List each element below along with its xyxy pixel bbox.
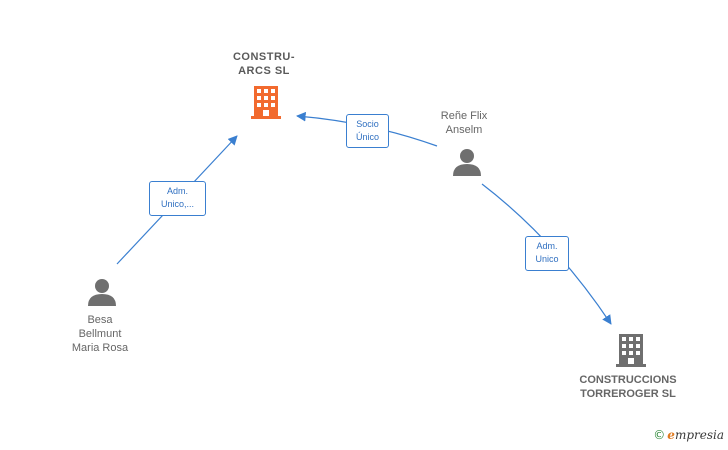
node-label-line: TORREROGER SL (580, 388, 676, 400)
node-label-construarcs[interactable]: CONSTRU- ARCS SL (214, 50, 314, 78)
edge-label-line: Unico (535, 254, 559, 264)
brand-initial: e (667, 428, 675, 442)
edge-label-rene-torreroger[interactable]: Adm. Unico (525, 236, 569, 271)
empresia-logo[interactable]: ©empresia (653, 428, 724, 442)
node-label-rene[interactable]: Reñe Flix Anselm (414, 109, 514, 137)
node-label-line: CONSTRU- (232, 51, 296, 63)
building-icon[interactable] (251, 86, 281, 119)
node-label-line: Anselm (445, 124, 483, 136)
node-label-line: Bellmunt (78, 328, 122, 340)
edge-label-line: Único (355, 132, 379, 142)
node-label-line: Besa (87, 314, 113, 326)
edge-label-line: Adm. (166, 186, 188, 196)
person-icon[interactable] (88, 279, 116, 306)
edge-label-line: Adm. (536, 241, 558, 251)
node-label-line: ARCS SL (238, 65, 290, 77)
person-icon[interactable] (453, 149, 481, 176)
edge-label-line: Unico,... (160, 199, 194, 209)
edge-label-rene-construarcs[interactable]: Socio Único (346, 114, 389, 148)
node-label-besa[interactable]: Besa Bellmunt Maria Rosa (50, 313, 150, 355)
node-label-torreroger[interactable]: CONSTRUCCIONS TORREROGER SL (563, 373, 693, 401)
edge-label-besa-construarcs[interactable]: Adm. Unico,... (149, 181, 206, 216)
copyright-icon: © (653, 428, 666, 442)
edge-label-line: Socio (356, 119, 379, 129)
brand-name: mpresia (674, 428, 724, 442)
node-label-line: CONSTRUCCIONS (579, 374, 677, 386)
node-label-line: Maria Rosa (71, 342, 129, 354)
building-icon[interactable] (616, 334, 646, 367)
node-label-line: Reñe Flix (440, 110, 488, 122)
